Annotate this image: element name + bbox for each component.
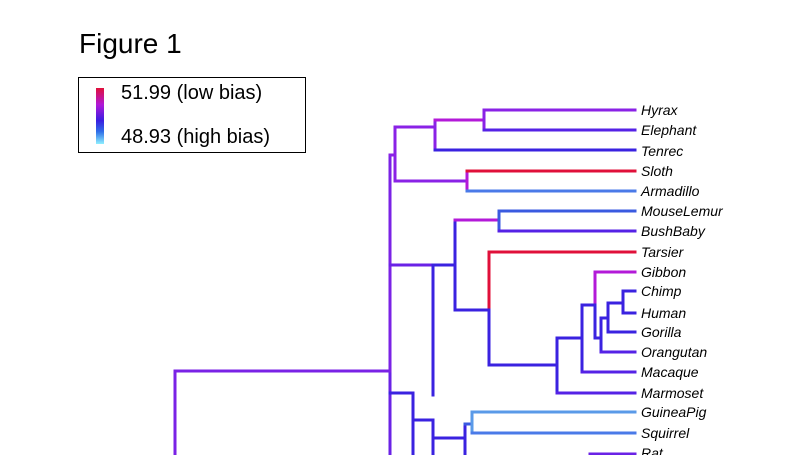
taxon-label: Macaque — [641, 364, 699, 380]
taxon-label: Tarsier — [641, 244, 685, 260]
branch-root — [173, 369, 392, 455]
taxon-label: Chimp — [641, 283, 682, 299]
taxon-label: Tenrec — [641, 143, 683, 159]
taxon-labels: Hyrax Elephant Tenrec Sloth Armadillo Mo… — [640, 102, 724, 455]
legend-gradient-bar — [96, 88, 104, 144]
branch-afrotheria — [393, 125, 437, 157]
taxon-label: Orangutan — [641, 344, 707, 360]
taxon-label: Rat — [641, 445, 664, 455]
color-legend: 51.99 (low bias) 48.93 (high bias) — [78, 77, 306, 153]
taxon-label: Sloth — [641, 163, 673, 179]
figure-title: Figure 1 — [79, 28, 182, 59]
taxon-label: Gorilla — [641, 324, 682, 340]
taxon-label: Gibbon — [641, 264, 686, 280]
taxon-label: Armadillo — [640, 183, 700, 199]
legend-low-label: 48.93 (high bias) — [121, 126, 270, 148]
taxon-label: Marmoset — [641, 385, 704, 401]
taxon-label: BushBaby — [641, 223, 706, 239]
taxon-label: Squirrel — [641, 425, 690, 441]
taxon-label: Human — [641, 305, 686, 321]
branch-glires — [388, 391, 415, 455]
taxon-label: Hyrax — [641, 102, 679, 118]
taxon-label: GuineaPig — [641, 404, 707, 420]
taxon-label: Elephant — [641, 122, 697, 138]
legend-high-label: 51.99 (low bias) — [121, 82, 263, 104]
taxon-label: MouseLemur — [641, 203, 724, 219]
